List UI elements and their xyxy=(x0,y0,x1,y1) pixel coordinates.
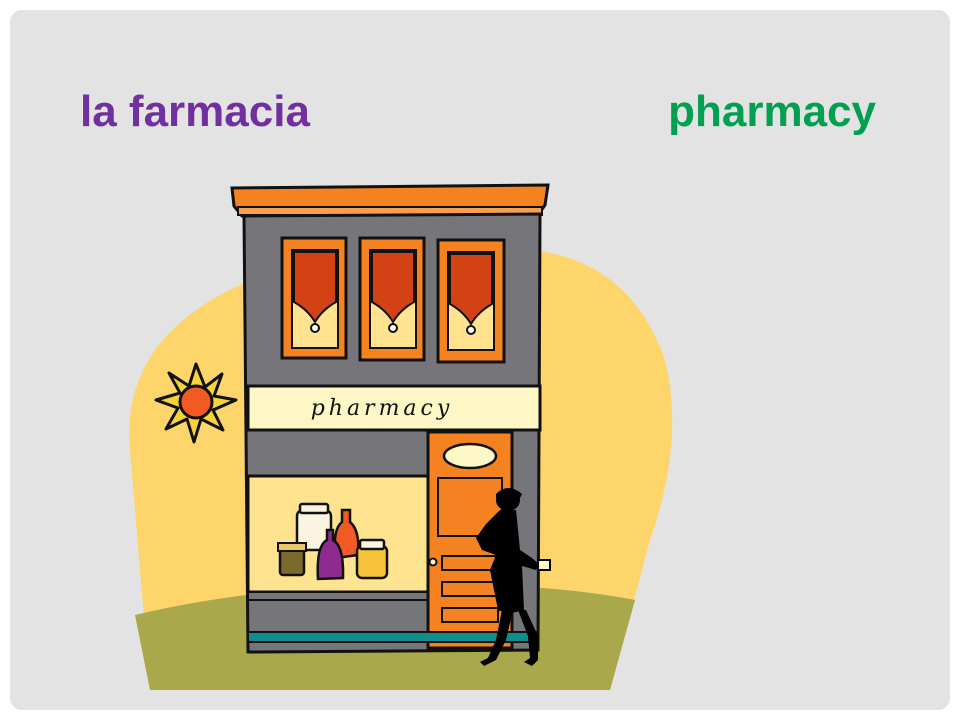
door-knob xyxy=(428,557,438,567)
sign-board xyxy=(246,384,542,432)
slide: la farmacia pharmacy xyxy=(10,10,950,710)
bottle-icon xyxy=(316,528,345,581)
pharmacy-illustration: pharmacy xyxy=(129,183,673,690)
jar-icon xyxy=(355,538,389,580)
sign-text: pharmacy xyxy=(311,396,454,421)
english-word: pharmacy xyxy=(668,87,876,136)
sun-icon xyxy=(154,362,238,444)
upper-window xyxy=(280,236,348,360)
woman-silhouette xyxy=(476,488,551,666)
building: pharmacy xyxy=(230,183,550,654)
upper-window xyxy=(358,236,426,362)
upper-window xyxy=(436,238,506,364)
door-step xyxy=(247,631,539,643)
door-window xyxy=(442,442,498,470)
italian-word: la farmacia xyxy=(80,87,310,136)
jar-icon xyxy=(295,502,333,552)
jar-icon xyxy=(277,542,307,577)
